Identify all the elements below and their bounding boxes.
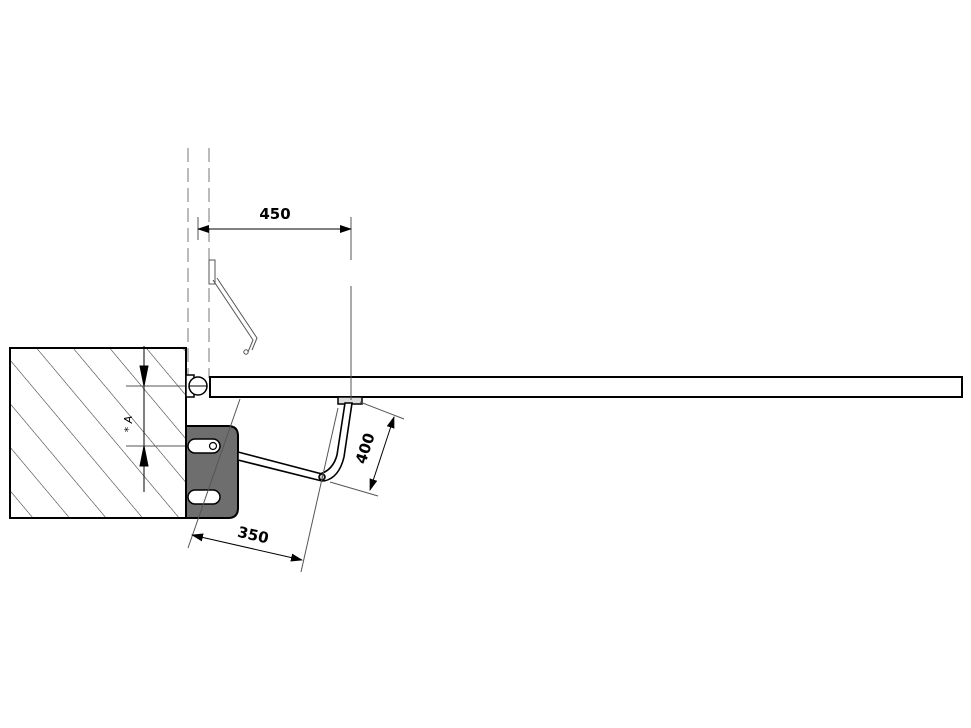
- dashed-reference-lines: [187, 148, 210, 378]
- operator-arm: [237, 402, 353, 483]
- masonry-pillar: [9, 347, 187, 519]
- dimension-450-label: 450: [259, 205, 290, 223]
- dimension-400-label: 400: [352, 431, 379, 466]
- gate-hinge: [185, 374, 208, 398]
- open-position-arm: [208, 259, 258, 355]
- gate-leaf: [209, 376, 963, 398]
- dimension-450: [197, 217, 352, 400]
- dimension-350: [187, 398, 339, 573]
- operator-body: [185, 425, 239, 519]
- dimension-350-label: 350: [236, 523, 271, 548]
- dimension-a: [126, 346, 186, 492]
- dimension-400: [329, 401, 405, 497]
- dimension-a-label: * A: [122, 416, 135, 433]
